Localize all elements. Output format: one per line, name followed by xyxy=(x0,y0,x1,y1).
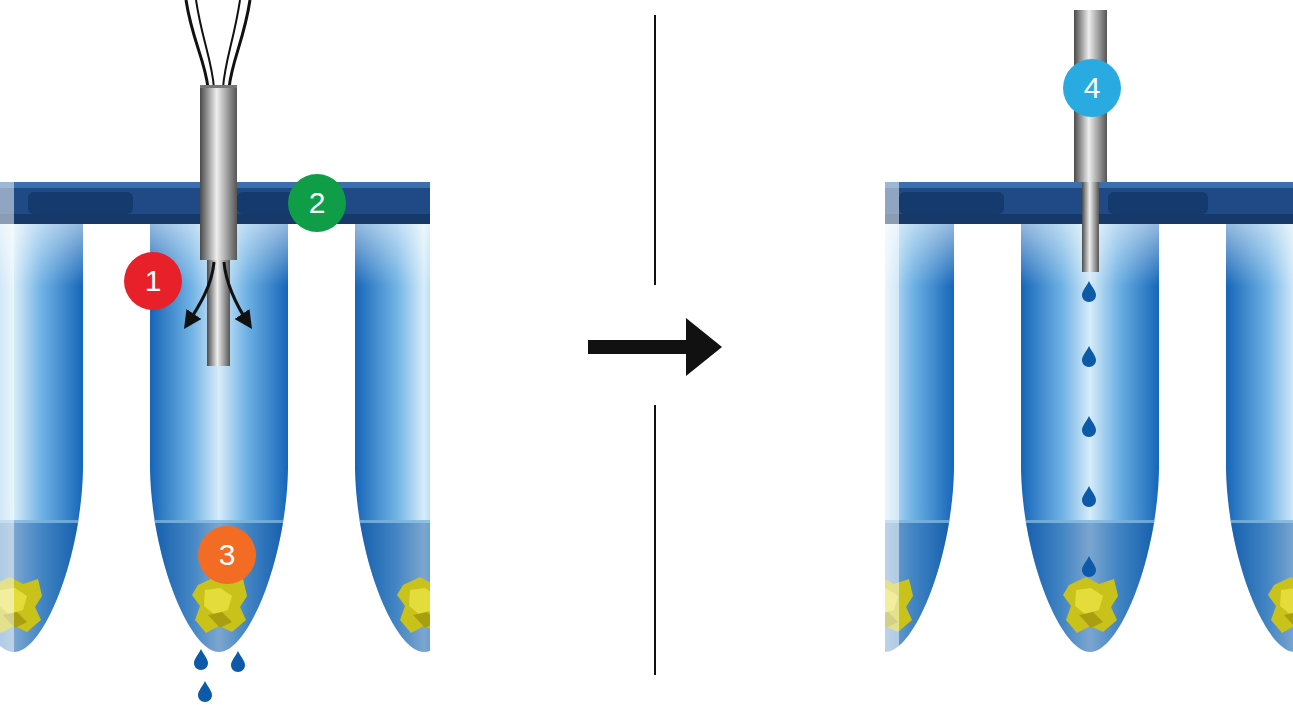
callout-number: 1 xyxy=(145,266,162,296)
callout-circle: 4 xyxy=(1063,59,1121,117)
callout-circle: 2 xyxy=(288,174,346,232)
callout-number: 3 xyxy=(219,540,236,570)
callout-circle: 3 xyxy=(198,526,256,584)
callout-circle: 1 xyxy=(124,252,182,310)
callout-number: 2 xyxy=(309,188,326,218)
callout-number: 4 xyxy=(1084,73,1101,103)
